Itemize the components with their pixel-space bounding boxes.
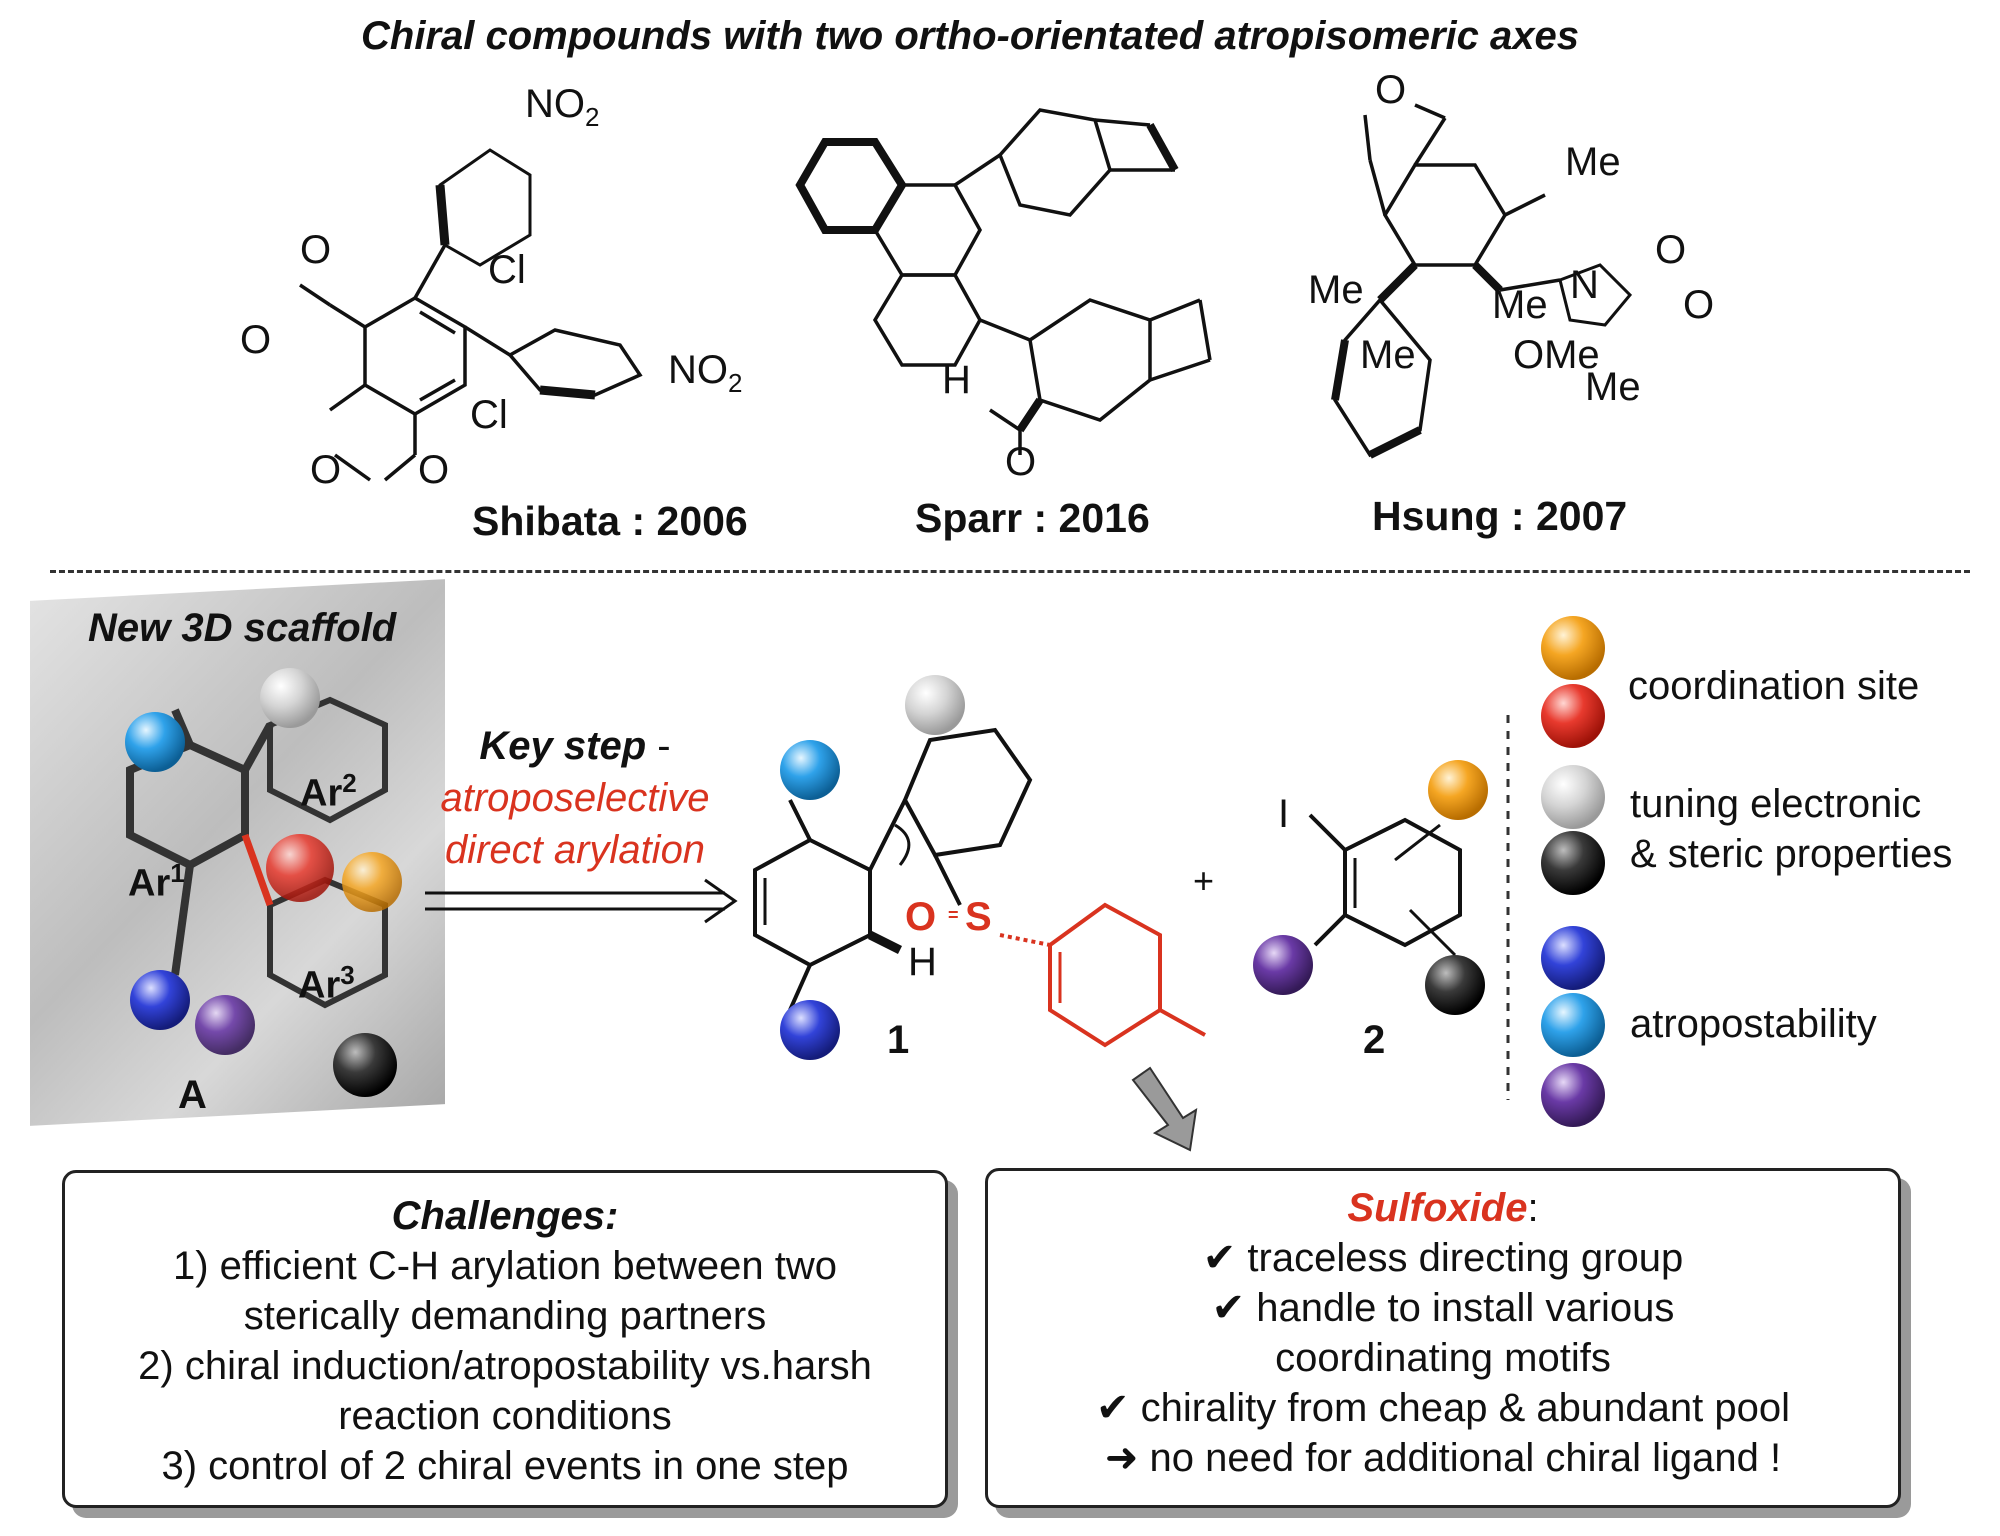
shibata-o4: O — [418, 448, 450, 492]
key-step-label: Key step — [479, 724, 647, 768]
sulfoxide-heading: Sulfoxide: — [988, 1183, 1898, 1233]
ref-sparr: Sparr : 2016 — [915, 495, 1150, 541]
legend-tuning-2: & steric properties — [1630, 832, 1953, 876]
legend-ball-sky — [1541, 993, 1605, 1057]
scaffold-ball-gray — [260, 668, 320, 728]
r1-h: H — [908, 940, 937, 984]
figure-title: Chiral compounds with two ortho-orientat… — [361, 14, 1579, 58]
sulfoxide-line-3: coordinating motifs — [1275, 1336, 1611, 1380]
r1-ball-blue — [780, 1000, 840, 1060]
ref-shibata: Shibata : 2006 — [472, 498, 748, 544]
r1-double-bond: = — [948, 905, 959, 925]
hsung-o-top: O — [1375, 68, 1407, 112]
challenges-line-3: 2) chiral induction/atropostability vs.h… — [138, 1344, 872, 1388]
sulfoxide-line-5: ➜ no need for additional chiral ligand ! — [1104, 1436, 1782, 1480]
r2-iodine: I — [1278, 792, 1290, 836]
shibata-o1: O — [300, 228, 332, 272]
legend-ball-blue — [1541, 926, 1605, 990]
r1-sulfoxide-o: O — [905, 895, 937, 939]
reactant-2-structure — [1253, 760, 1488, 1015]
section-divider — [50, 570, 1970, 573]
legend-ball-gray — [1541, 765, 1605, 829]
key-step-line2: atroposelective — [440, 776, 710, 820]
challenges-line-2: sterically demanding partners — [243, 1294, 767, 1338]
shibata-no2-top: NO2 — [525, 82, 600, 132]
scaffold-ar1: Ar1 — [128, 858, 185, 905]
plus-sign: + — [1193, 860, 1215, 901]
scaffold-ar3: Ar3 — [298, 960, 355, 1007]
hsung-me3: Me — [1492, 283, 1548, 327]
reactant-1-number: 1 — [887, 1018, 910, 1062]
challenges-line-5: 3) control of 2 chiral events in one ste… — [161, 1444, 849, 1488]
down-arrow — [1131, 1066, 1198, 1152]
hsung-me2: Me — [1308, 268, 1364, 312]
shibata-cl-bottom: Cl — [470, 393, 508, 437]
hsung-me5: Me — [1585, 365, 1641, 409]
legend-atropostability: atropostability — [1630, 1002, 1877, 1046]
key-step-dash: - — [646, 724, 671, 768]
shibata-o2: O — [240, 318, 272, 362]
reactant-2-number: 2 — [1363, 1018, 1386, 1062]
key-step-line3: direct arylation — [444, 828, 706, 872]
challenges-line-4: reaction conditions — [338, 1394, 672, 1438]
challenges-box: Challenges: 1) efficient C-H arylation b… — [62, 1170, 948, 1508]
shibata-no2-right: NO2 — [668, 348, 743, 398]
r1-ball-sky — [780, 740, 840, 800]
hsung-n: N — [1570, 263, 1599, 307]
scaffold-ball-sky — [125, 712, 185, 772]
scaffold-ar2: Ar2 — [300, 768, 357, 815]
scaffold-ball-blue — [130, 970, 190, 1030]
hsung-o-ring: O — [1683, 283, 1715, 327]
sparr-structure — [795, 108, 1212, 455]
scaffold-title: New 3D scaffold — [88, 606, 397, 650]
legend-coordination: coordination site — [1628, 664, 1920, 708]
scaffold-label: A — [178, 1073, 207, 1117]
sulfoxide-colon: : — [1527, 1186, 1539, 1230]
r2-ball-black — [1425, 955, 1485, 1015]
shibata-cl-top: Cl — [488, 248, 526, 292]
sparr-h: H — [942, 358, 971, 402]
legend-balls — [1541, 616, 1605, 1127]
legend-ball-red — [1541, 684, 1605, 748]
sulfoxide-line-2: ✔ handle to install various — [1211, 1286, 1675, 1330]
scaffold-ball-orange — [342, 852, 402, 912]
legend-ball-purple — [1541, 1063, 1605, 1127]
scaffold-ball-black — [333, 1033, 397, 1097]
legend-ball-orange — [1541, 616, 1605, 680]
sulfoxide-line-4: ✔ chirality from cheap & abundant pool — [1096, 1386, 1790, 1430]
scaffold-drawing — [125, 668, 402, 1097]
r2-ball-purple — [1253, 935, 1313, 995]
key-step-text: Key step - atroposelective direct arylat… — [415, 720, 735, 876]
sulfoxide-title: Sulfoxide — [1347, 1186, 1528, 1230]
r1-sulfoxide-s: S — [965, 895, 992, 939]
hsung-me4: Me — [1360, 333, 1416, 377]
scaffold-ball-purple — [195, 995, 255, 1055]
shibata-o3: O — [310, 448, 342, 492]
hsung-ome: OMe — [1513, 333, 1600, 377]
reactant-1-structure — [753, 675, 1206, 1060]
scaffold-ball-red — [266, 834, 334, 902]
sulfoxide-box: Sulfoxide: ✔ traceless directing group ✔… — [985, 1168, 1901, 1508]
sulfoxide-line-1: ✔ traceless directing group — [1202, 1236, 1684, 1280]
r2-ball-orange — [1428, 760, 1488, 820]
retro-arrow — [425, 878, 738, 924]
r1-ball-gray — [905, 675, 965, 735]
challenges-title: Challenges: — [391, 1194, 619, 1238]
sparr-o: O — [1005, 440, 1037, 484]
legend-ball-black — [1541, 831, 1605, 895]
ref-hsung: Hsung : 2007 — [1372, 493, 1628, 539]
shibata-structure — [299, 148, 643, 482]
challenges-line-1: 1) efficient C-H arylation between two — [172, 1244, 838, 1288]
hsung-structure — [1331, 103, 1633, 459]
legend-tuning-1: tuning electronic — [1630, 782, 1922, 826]
hsung-me1: Me — [1565, 140, 1621, 184]
hsung-o-carbonyl: O — [1655, 228, 1687, 272]
